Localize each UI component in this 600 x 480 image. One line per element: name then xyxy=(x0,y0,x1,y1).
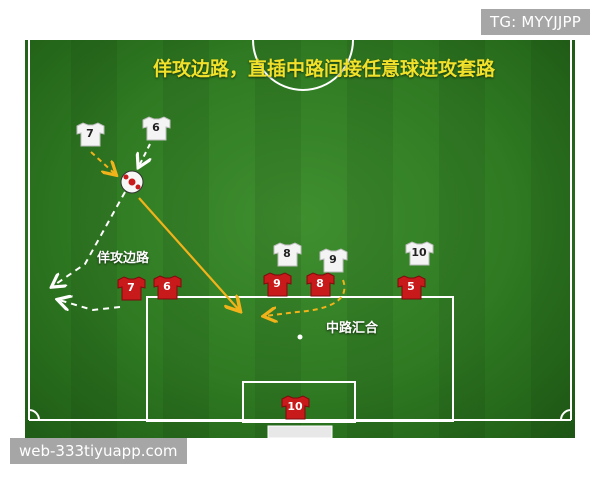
corner-arc-left xyxy=(28,409,40,421)
shirt-red-8 xyxy=(306,272,335,297)
player-number: 9 xyxy=(329,253,337,266)
soccer-ball-patch-2 xyxy=(123,174,129,180)
center-circle-arc xyxy=(252,40,354,91)
penalty-spot xyxy=(297,334,303,340)
goal-area xyxy=(242,381,356,423)
player-red-7: 7 xyxy=(116,274,146,300)
pitch-markings xyxy=(28,40,572,438)
player-number: 5 xyxy=(407,280,415,293)
player-number: 9 xyxy=(273,277,281,290)
shirt-white-8 xyxy=(273,242,302,267)
player-white-8: 8 xyxy=(272,240,302,266)
shirt-red-5 xyxy=(397,275,426,300)
player-number: 6 xyxy=(152,121,160,134)
watermark-bottom-left[interactable]: web-333tiyuapp.com xyxy=(10,438,187,464)
soccer-ball-patch-3 xyxy=(135,184,141,190)
player-number: 10 xyxy=(287,400,303,413)
player-number: 7 xyxy=(127,281,135,294)
pitch: 佯攻边路，直插中路间接任意球进攻套路 佯攻边路 中路汇合 7 6 8 9 10 … xyxy=(25,40,575,438)
shirt-red-6 xyxy=(153,275,182,300)
annotation-center-converge: 中路汇合 xyxy=(326,321,379,336)
shirt-red-7 xyxy=(117,276,146,301)
player-white-6: 6 xyxy=(141,114,171,140)
shirt-white-9 xyxy=(319,248,348,273)
watermark-top-right: TG: MYYJJPP xyxy=(480,9,590,35)
player-red-5: 5 xyxy=(396,273,426,299)
player-red-6: 6 xyxy=(152,273,182,299)
player-red-9: 9 xyxy=(262,270,292,296)
player-red-10: 10 xyxy=(280,393,310,419)
shirt-white-10 xyxy=(405,241,434,266)
shirt-red-9 xyxy=(263,272,292,297)
run-arrow-feint-wing xyxy=(53,191,126,286)
goal-net xyxy=(267,425,333,438)
player-white-10: 10 xyxy=(404,239,434,265)
run-arrow-6-to-ball xyxy=(139,143,150,166)
player-white-9: 9 xyxy=(318,246,348,272)
shirt-white-6 xyxy=(142,116,171,141)
player-number: 10 xyxy=(411,246,427,259)
pass-arrow-to-center xyxy=(138,197,239,310)
annotation-feint-wing: 佯攻边路 xyxy=(97,251,150,266)
soccer-ball-patch xyxy=(128,178,136,186)
shirt-white-7 xyxy=(76,122,105,147)
corner-arc-right xyxy=(560,409,572,421)
shirt-red-10 xyxy=(281,395,310,420)
run-arrow-7-to-ball xyxy=(90,151,115,174)
player-number: 6 xyxy=(163,280,171,293)
player-red-8: 8 xyxy=(305,270,335,296)
player-number: 7 xyxy=(86,127,94,140)
player-number: 8 xyxy=(283,247,291,260)
player-number: 8 xyxy=(316,277,324,290)
player-white-7: 7 xyxy=(75,120,105,146)
run-arrow-center-converge xyxy=(265,279,346,316)
run-arrow-return xyxy=(59,300,121,310)
diagram-title: 佯攻边路，直插中路间接任意球进攻套路 xyxy=(153,58,496,80)
